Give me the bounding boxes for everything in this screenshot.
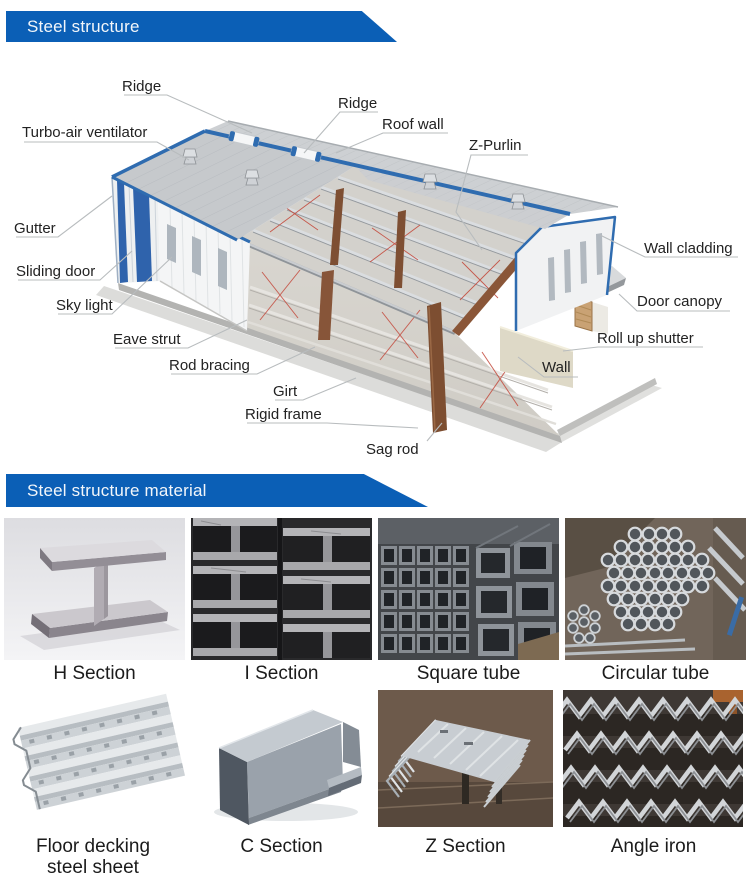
material-photo-h-section xyxy=(4,518,185,660)
steel-structure-banner: Steel structure xyxy=(6,11,397,42)
caption-c-section: C Section xyxy=(240,836,323,857)
label-eave-strut: Eave strut xyxy=(113,331,181,348)
material-photo-i-section xyxy=(191,518,372,660)
roof-purlins xyxy=(236,175,533,335)
caption-circular-tube: Circular tube xyxy=(601,663,710,684)
material-photo-c-section xyxy=(191,690,372,827)
label-wall-cladding: Wall cladding xyxy=(644,240,733,257)
material-photo-z-section xyxy=(378,690,553,827)
ridge-ventilators xyxy=(228,131,322,162)
label-sky-light: Sky light xyxy=(56,297,113,314)
label-roll-up-shutter: Roll up shutter xyxy=(597,330,694,347)
label-rod-bracing: Rod bracing xyxy=(169,357,250,374)
label-turbo-air-ventilator: Turbo-air ventilator xyxy=(22,124,148,141)
caption-z-section: Z Section xyxy=(425,836,506,857)
right-end-wall xyxy=(499,215,626,388)
material-photo-floor-decking xyxy=(4,690,185,827)
label-ridge-right: Ridge xyxy=(338,95,378,112)
steel-building-diagram xyxy=(16,94,738,452)
label-rigid-frame: Rigid frame xyxy=(245,406,322,423)
label-sliding-door: Sliding door xyxy=(16,263,96,280)
material-photo-angle-iron xyxy=(563,690,743,827)
caption-angle-iron: Angle iron xyxy=(610,836,697,857)
caption-i-section: I Section xyxy=(244,663,319,684)
material-photo-square-tube xyxy=(378,518,559,660)
steel-structure-material-banner: Steel structure material xyxy=(6,474,428,507)
caption-h-section: H Section xyxy=(53,663,136,684)
label-roof-wall: Roof wall xyxy=(382,116,444,133)
label-ridge-left: Ridge xyxy=(122,78,162,95)
label-sag-rod: Sag rod xyxy=(366,441,419,458)
caption-floor-decking: Floor decking steel sheet xyxy=(35,836,151,878)
steel-structure-material-banner-title: Steel structure material xyxy=(27,480,207,500)
steel-structure-banner-title: Steel structure xyxy=(27,16,140,36)
label-wall: Wall xyxy=(542,359,571,376)
label-girt: Girt xyxy=(273,383,298,400)
roof xyxy=(111,120,619,242)
label-gutter: Gutter xyxy=(14,220,56,237)
label-z-purlin: Z-Purlin xyxy=(469,137,522,154)
material-photo-circular-tube xyxy=(565,518,746,660)
floor-slab xyxy=(118,283,657,443)
leader-lines xyxy=(16,94,738,442)
caption-square-tube: Square tube xyxy=(416,663,521,684)
label-door-canopy: Door canopy xyxy=(637,293,723,310)
